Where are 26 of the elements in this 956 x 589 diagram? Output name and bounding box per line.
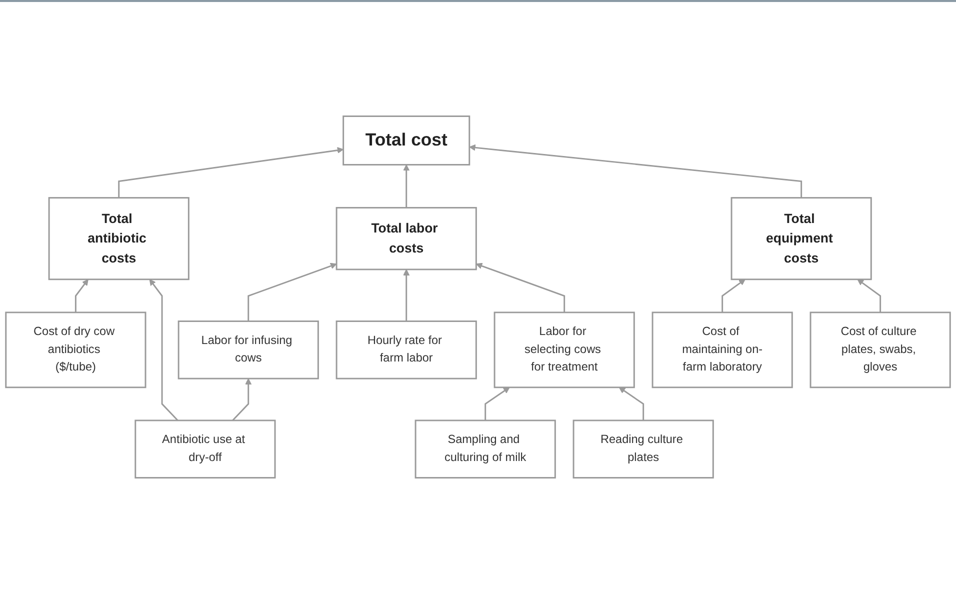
arrow bbox=[149, 279, 178, 421]
arrow bbox=[469, 144, 802, 198]
arrow bbox=[484, 387, 510, 420]
arrow bbox=[403, 164, 410, 208]
node-box: Total equipment costs bbox=[730, 197, 872, 280]
arrow bbox=[722, 279, 746, 312]
node-box: Cost of culture plates, swabs, gloves bbox=[810, 312, 951, 388]
arrow bbox=[857, 279, 882, 312]
node-box: Sampling and culturing of milk bbox=[414, 420, 556, 478]
node-box: Labor for selecting cows for treatment bbox=[494, 312, 635, 388]
node-box: Total antibiotic costs bbox=[48, 197, 190, 280]
node-box: Cost of dry cow antibiotics ($/tube) bbox=[5, 312, 146, 388]
node-box: Total labor costs bbox=[336, 206, 477, 270]
node-box: Cost of maintaining on-farm laboratory bbox=[652, 312, 793, 388]
node-box: Reading culture plates bbox=[572, 420, 714, 478]
arrow bbox=[403, 269, 410, 322]
arrow bbox=[74, 279, 88, 312]
node-box: Antibiotic use at dry-off bbox=[134, 420, 276, 478]
arrow bbox=[618, 387, 644, 420]
arrow bbox=[232, 378, 252, 421]
node-box: Hourly rate for farm labor bbox=[336, 320, 477, 380]
node-box: Labor for infusing cows bbox=[178, 320, 319, 380]
arrow bbox=[118, 147, 344, 198]
node-box: Total cost bbox=[342, 116, 470, 166]
arrow bbox=[248, 262, 337, 322]
arrow bbox=[476, 262, 566, 312]
